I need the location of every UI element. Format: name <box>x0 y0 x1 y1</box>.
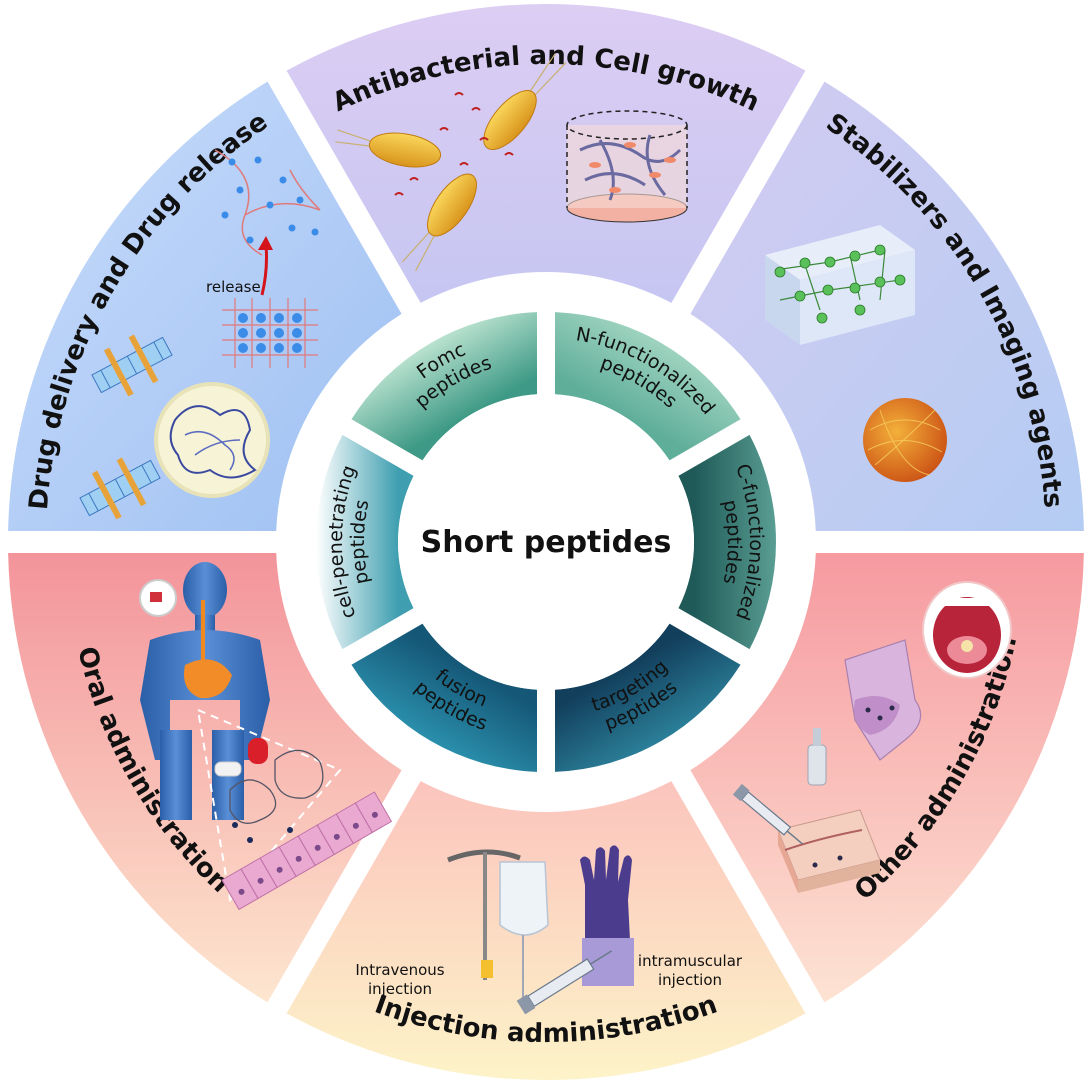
intravenous-label-line1: Intravenous <box>355 961 444 979</box>
inner-sector-cell_pen <box>316 434 414 650</box>
intramuscular-label-line1: intramuscular <box>638 952 743 970</box>
open-mouth-icon <box>922 581 1012 679</box>
outer-sector-drug <box>8 81 402 532</box>
inner-sector-n_func <box>554 312 741 461</box>
outer-sector-oral <box>8 552 402 1003</box>
glove-hand-icon <box>580 845 634 986</box>
center-title: Short peptides <box>421 525 672 560</box>
inner-sector-targeting <box>554 623 741 772</box>
capsule-pill-icon <box>214 738 268 777</box>
outer-sector-antibacterial <box>286 4 806 303</box>
bacteria-icon <box>335 129 442 168</box>
lipid-bilayer-icon <box>91 334 173 397</box>
center-circle <box>398 394 694 690</box>
release-arrowhead-icon <box>258 236 273 250</box>
iv-drip-icon <box>447 849 549 1005</box>
inner-sector-fusion <box>351 623 538 772</box>
intramuscular-label-line2: injection <box>658 971 722 989</box>
protein-capsule-icon <box>154 382 270 498</box>
skin-patch-icon <box>777 809 881 893</box>
peptide-fragment-icon <box>394 92 514 196</box>
cell-dish-icon <box>566 110 688 223</box>
lipid-bilayer-icon <box>79 457 161 520</box>
magnifier-icon <box>139 579 177 617</box>
stabilizers-illustrations <box>765 225 947 482</box>
nanosphere-icon <box>863 398 947 482</box>
intestine-epithelium-icon <box>196 708 393 911</box>
syringe-icon <box>516 950 613 1015</box>
inner-sector-fomc <box>351 312 538 461</box>
hydrogel-block-icon <box>765 225 915 345</box>
inner-ring <box>316 312 776 772</box>
injection-illustrations: Intravenous injection intramuscular inje… <box>355 845 743 1015</box>
inner-sector-c_func <box>678 434 776 650</box>
outer-sector-injection <box>286 781 806 1080</box>
bacteria-icon <box>401 173 477 272</box>
other-illustrations <box>732 581 1012 893</box>
drug-illustrations: release <box>79 149 321 520</box>
intravenous-label-line2: injection <box>368 980 432 998</box>
peptide-network-icon <box>222 298 318 368</box>
human-body-icon <box>140 562 270 820</box>
syringe-icon <box>732 783 803 845</box>
bacteria-icon <box>483 53 567 150</box>
antibacterial-illustrations <box>335 53 688 272</box>
nasal-spray-icon <box>807 639 922 786</box>
oral-illustrations <box>139 562 393 911</box>
release-label: release <box>206 278 261 296</box>
peptide-network-icon <box>214 149 321 256</box>
